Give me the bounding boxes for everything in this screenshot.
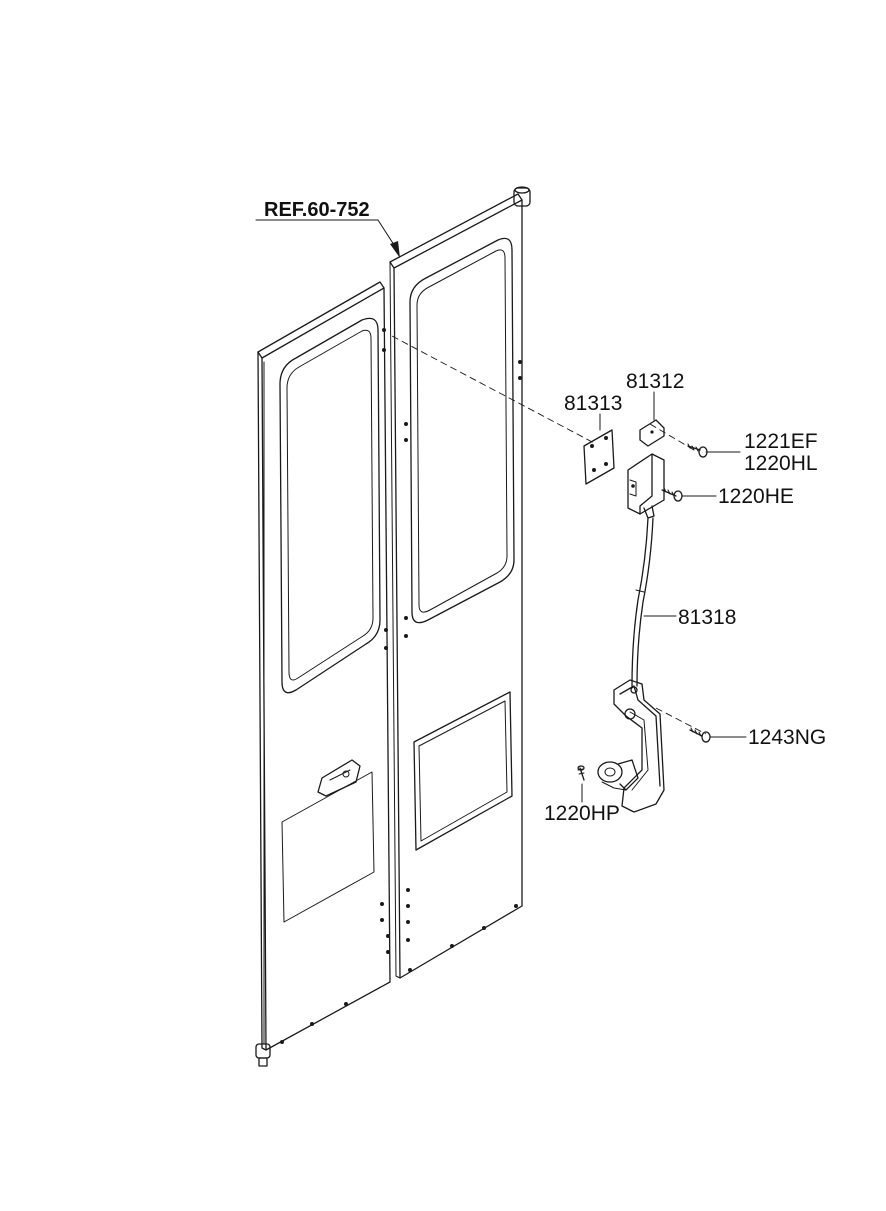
upper-latch-block	[627, 453, 665, 519]
screw-icon	[577, 765, 585, 781]
part-label-81313: 81313	[564, 392, 622, 415]
part-label-1220HL: 1220HL	[744, 452, 818, 475]
screw-icon	[689, 727, 711, 743]
part-label-81312: 81312	[626, 370, 684, 393]
alignment-line	[649, 423, 695, 451]
cable	[631, 517, 654, 687]
hinge-bracket	[639, 405, 665, 447]
latch-assembly	[597, 679, 665, 813]
screw-icon	[687, 443, 708, 458]
screw-icon	[661, 487, 683, 502]
leader-lines	[581, 391, 747, 803]
right-door-panel	[389, 186, 531, 979]
part-label-81318: 81318	[678, 606, 736, 629]
part-label-1221EF: 1221EF	[744, 430, 818, 453]
mounting-holes	[280, 328, 522, 1044]
reference-label: REF.60-752	[264, 199, 370, 221]
reference-arrow	[255, 219, 400, 258]
alignment-line	[655, 707, 707, 735]
part-label-1220HP: 1220HP	[544, 802, 620, 825]
part-label-1220HE: 1220HE	[718, 485, 794, 508]
plate-81313	[583, 429, 615, 485]
left-door-panel	[255, 281, 391, 1067]
part-label-1243NG: 1243NG	[748, 726, 826, 749]
alignment-line	[391, 335, 597, 445]
